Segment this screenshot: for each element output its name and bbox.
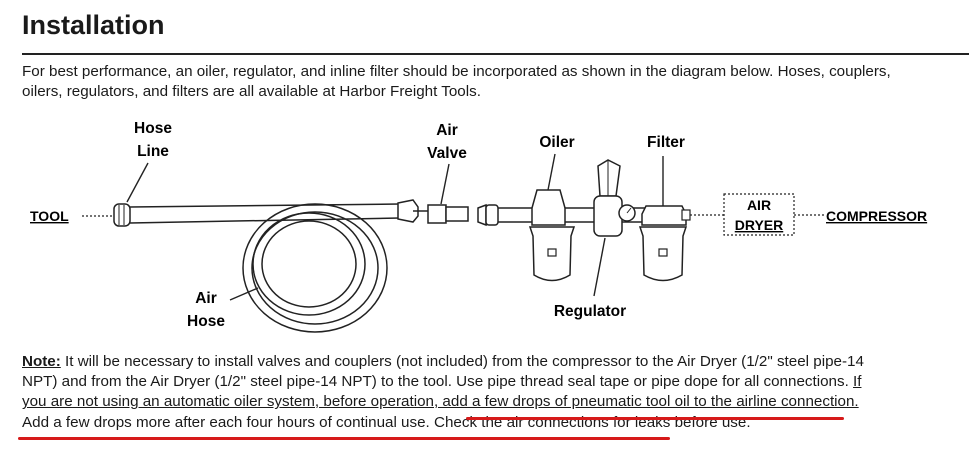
filter-outlet bbox=[681, 209, 691, 221]
hose-connector bbox=[113, 203, 131, 227]
hose-line-leader bbox=[126, 162, 149, 203]
air-hose-label-1: Air bbox=[195, 290, 217, 307]
note-text-1: It will be necessary to install valves a… bbox=[22, 353, 864, 391]
title-rule bbox=[22, 53, 969, 55]
note-label: Note: bbox=[22, 353, 61, 370]
note-underlined-text: If you are not using an automatic oiler … bbox=[22, 373, 862, 411]
air-dryer-label-2: DRYER bbox=[735, 217, 784, 233]
air-hose-label-2: Hose bbox=[187, 313, 225, 330]
air-valve-label-1: Air bbox=[436, 122, 458, 139]
page-title: Installation bbox=[22, 10, 165, 40]
air-dryer-box bbox=[723, 193, 795, 236]
hose-coil bbox=[242, 203, 388, 333]
air-valve bbox=[427, 204, 447, 224]
intro-paragraph: For best performance, an oiler, regulato… bbox=[22, 63, 891, 100]
air-valve-leader bbox=[440, 163, 450, 205]
compressor-label: COMPRESSOR bbox=[826, 208, 927, 224]
oiler-leader bbox=[547, 153, 556, 191]
note-paragraph: Note: It will be necessary to install va… bbox=[22, 352, 882, 433]
hose-end-fitting bbox=[397, 199, 419, 223]
hose-bottom-edge bbox=[129, 217, 401, 224]
air-valve-label-2: Valve bbox=[427, 145, 467, 162]
hose-line-label-1: Hose bbox=[134, 120, 172, 137]
regulator-label: Regulator bbox=[554, 303, 626, 320]
oiler-label: Oiler bbox=[539, 134, 574, 151]
filter-label: Filter bbox=[647, 134, 685, 151]
red-highlight-line-1 bbox=[466, 417, 844, 420]
hose-line-label-2: Line bbox=[137, 143, 169, 160]
regulator-body bbox=[593, 195, 623, 237]
hose-top-edge bbox=[129, 203, 401, 208]
regulator-leader bbox=[593, 237, 606, 297]
tool-label: TOOL bbox=[30, 208, 69, 224]
filter-body bbox=[641, 205, 687, 226]
installation-diagram: TOOL Hose Line Air Valve Oiler Regulator bbox=[30, 120, 927, 333]
oiler-body bbox=[531, 189, 566, 226]
coupler bbox=[477, 203, 487, 227]
red-highlight-line-2 bbox=[18, 437, 670, 440]
regulator-cap bbox=[597, 159, 621, 197]
air-hose-leader bbox=[229, 287, 259, 301]
air-dryer-label-1: AIR bbox=[747, 197, 771, 213]
